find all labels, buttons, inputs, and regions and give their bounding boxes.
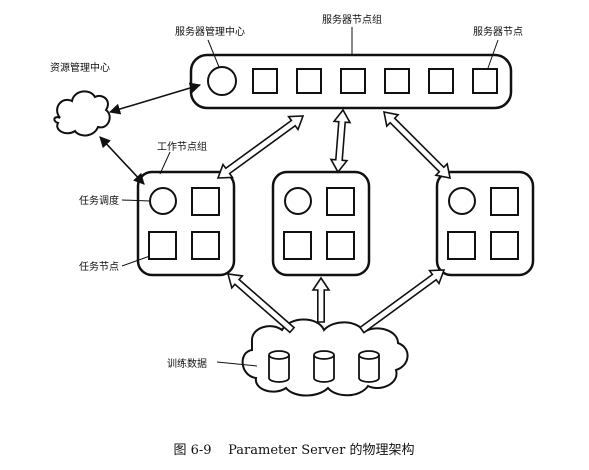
task-node — [490, 231, 519, 260]
label-server-group: 服务器节点组 — [322, 13, 382, 26]
data-to-worker-left-arrow — [226, 273, 296, 334]
worker-left-server-arrow — [216, 115, 305, 179]
label-resource-manager: 资源管理中心 — [50, 61, 110, 74]
worker-group-right — [435, 170, 535, 277]
server-node-group — [189, 53, 513, 110]
leader-line — [121, 255, 151, 267]
server-node — [252, 68, 278, 94]
task-scheduler-node — [448, 187, 476, 215]
server-node — [472, 68, 498, 94]
task-node — [148, 231, 177, 260]
resource-to-worker-arrow — [99, 136, 145, 185]
worker-right-server-arrow — [382, 110, 452, 180]
label-server-node: 服务器节点 — [473, 25, 523, 38]
server-node — [384, 68, 410, 94]
resource-to-server-arrow — [108, 82, 202, 115]
figure-caption: 图 6-9 Parameter Server 的物理架构 — [174, 442, 415, 458]
task-scheduler-node — [284, 187, 312, 215]
leader-line — [216, 361, 258, 367]
server-node — [340, 68, 366, 94]
data-to-worker-right-arrow — [358, 269, 446, 334]
task-node — [447, 231, 476, 260]
task-node — [191, 187, 220, 216]
worker-group-middle — [271, 170, 371, 277]
label-worker-group: 工作节点组 — [157, 140, 207, 153]
task-node — [191, 231, 220, 260]
label-task-scheduler: 任务调度 — [79, 194, 119, 207]
server-node — [428, 68, 454, 94]
task-node — [283, 231, 312, 260]
leader-line — [159, 151, 171, 175]
task-scheduler-node — [149, 187, 177, 215]
data-cylinder — [358, 350, 380, 383]
label-server-manager: 服务器管理中心 — [175, 25, 245, 38]
worker-group-left — [136, 170, 236, 277]
label-task-node: 任务节点 — [79, 260, 119, 273]
label-training-data: 训练数据 — [167, 357, 207, 370]
server-node — [296, 68, 322, 94]
connectors — [99, 82, 452, 334]
worker-middle-server-arrow — [329, 108, 352, 174]
resource-manager-cloud — [53, 90, 111, 137]
leader-line — [487, 39, 499, 69]
data-to-worker-middle-arrow — [311, 276, 331, 323]
leader-line — [207, 39, 220, 68]
leader-line — [121, 199, 151, 202]
task-node — [326, 187, 355, 216]
task-node — [326, 231, 355, 260]
data-cylinder — [313, 350, 335, 383]
task-node — [490, 187, 519, 216]
server-manager-node — [207, 66, 237, 96]
data-cylinder — [268, 350, 290, 383]
